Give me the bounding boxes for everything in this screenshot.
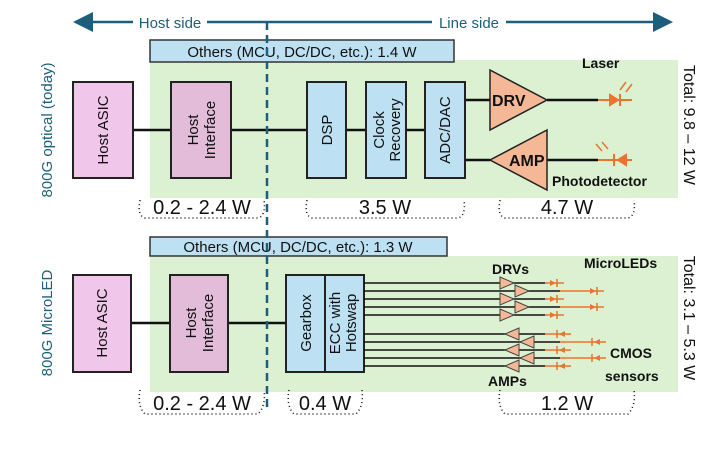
top-total-power: Total: 9.8 – 12 W <box>680 65 697 186</box>
drv-label: DRV <box>492 93 526 110</box>
ecc-hotswap-block <box>324 274 365 373</box>
amp-triangle <box>503 359 520 373</box>
clock-recovery-label-2: Recovery <box>387 98 404 162</box>
gearbox-block <box>285 274 326 373</box>
bottom-host-interface <box>169 274 229 373</box>
ecc-label-2: Hotswap <box>343 294 360 352</box>
microleds-label: MicroLEDs <box>584 255 657 271</box>
photodetector-label: Photodetector <box>552 173 647 189</box>
bottom-others-label: Others (MCU, DC/DC, etc.): 1.3 W <box>183 239 413 256</box>
drv-triangle <box>489 68 549 132</box>
top-power-dsp: 3.5 W <box>359 197 411 219</box>
cmos-sensor-icon <box>594 355 600 361</box>
cmos-label-1: CMOS <box>610 345 652 361</box>
microled-icon <box>590 304 596 310</box>
cmos-sensor-icon <box>559 331 565 337</box>
amp-triangle <box>518 351 535 365</box>
bottom-power-host: 0.2 - 2.4 W <box>153 393 251 415</box>
line-side-label: Line side <box>439 15 499 32</box>
bottom-host-interface-label-2: Interface <box>200 294 217 352</box>
host-side-label: Host side <box>139 15 202 32</box>
bottom-power-optics: 1.2 W <box>541 393 593 415</box>
bottom-others-box <box>149 236 448 257</box>
dsp-block <box>306 81 347 179</box>
microled-icon <box>550 280 556 286</box>
microled-icon <box>550 312 556 318</box>
bottom-host-interface-label-1: Host <box>183 307 200 339</box>
lane-fanout <box>364 276 606 373</box>
top-host-asic-label: Host ASIC <box>95 95 112 164</box>
top-others-label: Others (MCU, DC/DC, etc.): 1.4 W <box>187 44 417 61</box>
top-power-brackets <box>138 199 636 219</box>
amps-label: AMPs <box>488 373 527 389</box>
driver-triangle <box>499 308 516 322</box>
cmos-sensor-icon <box>594 339 600 345</box>
drvs-label: DRVs <box>492 261 529 277</box>
amp-triangle <box>488 128 548 192</box>
amp-triangle <box>503 343 520 357</box>
driver-triangle <box>514 284 531 298</box>
top-host-interface <box>170 81 232 179</box>
bottom-total-power: Total: 3.1 – 5.3 W <box>680 256 697 381</box>
driver-triangle <box>499 276 516 290</box>
adc-dac-label: ADC/DAC <box>437 96 454 164</box>
top-host-interface-label-2: Interface <box>202 101 219 159</box>
laser-diode-icon <box>598 81 633 107</box>
amp-triangle <box>503 327 520 341</box>
top-row-label: 800G optical (today) <box>39 62 56 197</box>
amp-label: AMP <box>509 153 545 170</box>
top-others-box <box>149 39 455 63</box>
ecc-label-1: ECC with <box>327 292 344 355</box>
top-power-optics: 4.7 W <box>541 197 593 219</box>
photodetector-icon <box>595 141 632 167</box>
cmos-label-2: sensors <box>605 368 659 384</box>
bottom-row-label: 800G MicroLED <box>39 269 56 376</box>
amp-triangle <box>518 335 535 349</box>
adc-dac-block <box>424 81 466 179</box>
bottom-host-asic <box>72 274 132 373</box>
top-power-host: 0.2 - 2.4 W <box>153 197 251 219</box>
cmos-sensor-icon <box>559 363 565 369</box>
gearbox-label: Gearbox <box>298 294 315 352</box>
clock-recovery-block <box>365 81 407 179</box>
clock-recovery-label-1: Clock <box>371 111 388 149</box>
driver-triangle <box>499 292 516 306</box>
bottom-power-brackets <box>138 389 636 415</box>
driver-triangle <box>514 300 531 314</box>
cmos-sensor-icon <box>559 347 565 353</box>
laser-label: Laser <box>582 55 620 71</box>
bottom-host-asic-label: Host ASIC <box>94 288 111 357</box>
microled-icon <box>550 296 556 302</box>
microled-icon <box>590 288 596 294</box>
dsp-label: DSP <box>319 115 336 146</box>
top-host-interface-label-1: Host <box>185 114 202 146</box>
top-host-asic <box>72 81 134 179</box>
bottom-power-gearbox: 0.4 W <box>299 393 351 415</box>
